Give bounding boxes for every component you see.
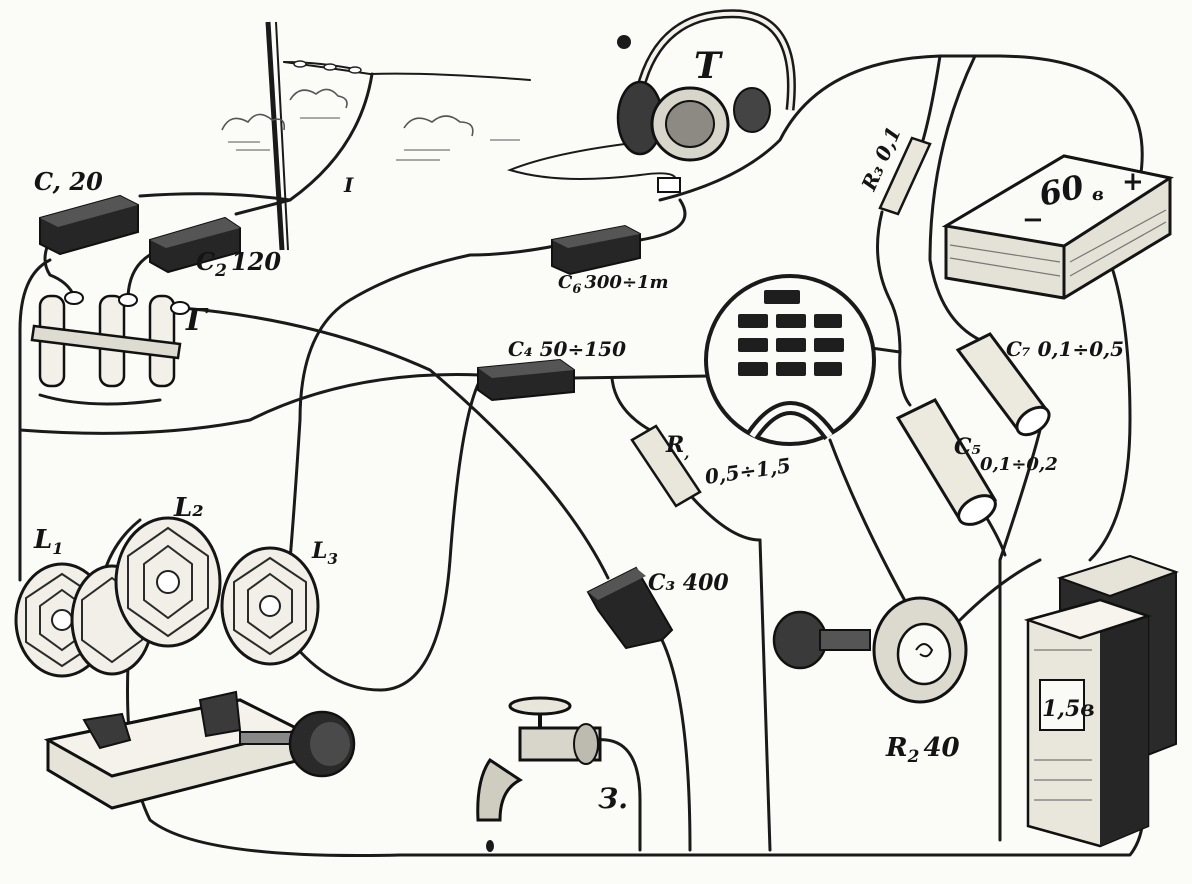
antenna-mast xyxy=(265,21,531,251)
r1-value: 0,5÷1,5 xyxy=(703,453,792,489)
antenna-mark-label: I xyxy=(343,173,354,197)
r1-letter: R xyxy=(665,432,684,458)
battery-1-5v xyxy=(1023,554,1179,848)
coil-switch xyxy=(30,291,190,388)
coil-switch-label: Г xyxy=(185,303,209,338)
capacitor-c2 xyxy=(149,216,241,274)
rheostat-r2 xyxy=(772,596,968,704)
c6-sub: 6 xyxy=(572,282,581,297)
r1-label: R, xyxy=(665,432,690,462)
c5-value: 0,1÷0,2 xyxy=(980,454,1058,475)
capacitor-c3 xyxy=(586,566,674,650)
r2-value: 40 xyxy=(923,733,959,763)
battery-60v xyxy=(941,154,1174,300)
tube-socket xyxy=(704,274,876,446)
capacitor-c7 xyxy=(955,332,1051,437)
l3-label: L3 xyxy=(311,538,338,568)
battery-60v-unit: в xyxy=(1092,184,1104,205)
c2-sub: 2 xyxy=(214,261,227,281)
c3-label: C₃ 400 xyxy=(648,570,729,596)
battery-1-5v-label: 1,5в xyxy=(1042,696,1095,722)
headphones xyxy=(616,9,796,193)
c7-label: C₇ 0,1÷0,5 xyxy=(1006,337,1124,361)
battery-60v-plus: + xyxy=(1122,167,1144,197)
wiring xyxy=(18,54,1145,858)
coil-base xyxy=(43,690,356,810)
capacitor-c5 xyxy=(895,398,998,526)
coil-l3 xyxy=(220,546,320,666)
coil-l2 xyxy=(114,516,222,648)
c4-label: C₄ 50÷150 xyxy=(508,337,626,361)
r2-letter: R xyxy=(885,733,908,763)
clouds xyxy=(221,88,520,161)
battery-60v-minus: − xyxy=(1022,205,1044,235)
l3-sub: 3 xyxy=(327,550,337,568)
resistor-r3 xyxy=(878,136,932,216)
ground-label: З. xyxy=(598,782,628,815)
capacitor-c4 xyxy=(477,358,575,402)
l1-letter: L xyxy=(33,525,52,555)
l1-label: L1 xyxy=(33,525,63,558)
capacitor-c6 xyxy=(551,224,641,276)
r1-sub: , xyxy=(683,444,689,462)
battery-60v-markings: 60 в − + xyxy=(1022,167,1144,235)
l1-sub: 1 xyxy=(52,539,63,558)
c2-value: 120 xyxy=(231,247,281,276)
water-tap-ground xyxy=(476,696,602,852)
r2-sub: 2 xyxy=(907,747,920,767)
battery-60v-voltage: 60 xyxy=(1036,167,1087,213)
c2-letter: C xyxy=(196,247,215,276)
headphones-label: T xyxy=(694,45,723,87)
c5-label: C₅ xyxy=(954,434,981,460)
capacitor-c1 xyxy=(39,194,139,256)
c6-value: 300÷1т xyxy=(584,272,668,293)
l3-letter: L xyxy=(311,538,327,564)
l2-label: L₂ xyxy=(173,493,204,523)
c6-letter: C xyxy=(558,272,573,293)
c1-label: C, 20 xyxy=(34,167,103,196)
resistor-r1 xyxy=(630,424,702,508)
